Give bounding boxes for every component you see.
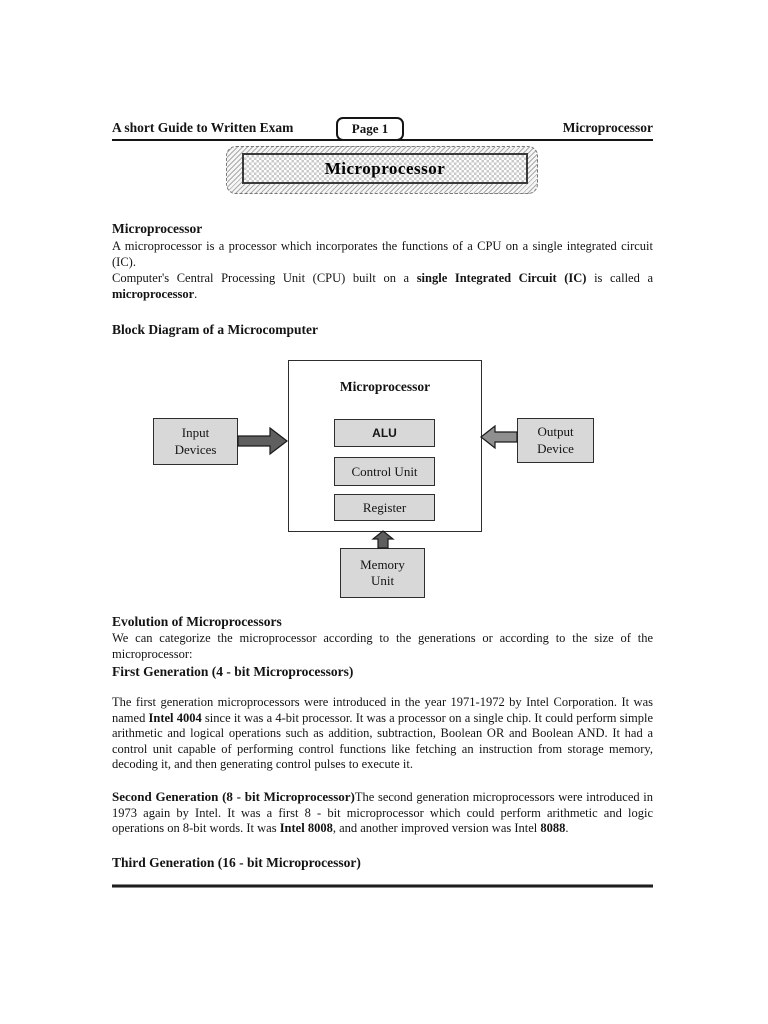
memory-to-cpu-arrow-icon <box>371 530 395 549</box>
intro-paragraph-2: Computer's Central Processing Unit (CPU)… <box>112 271 653 301</box>
output-to-cpu-arrow-icon <box>480 424 518 450</box>
intro-paragraph-1: A microprocessor is a processor which in… <box>112 239 653 269</box>
input-to-cpu-arrow-icon <box>237 426 288 456</box>
title-banner-inner: Microprocessor <box>242 153 528 184</box>
input-devices-box: Input Devices <box>153 418 238 465</box>
third-generation-heading: Third Generation (16 - bit Microprocesso… <box>112 855 361 870</box>
banner-title: Microprocessor <box>324 158 446 178</box>
header-title-right: Microprocessor <box>562 120 653 135</box>
footer-rule <box>112 884 653 888</box>
alu-box: ALU <box>334 419 435 447</box>
output-device-box: Output Device <box>517 418 594 463</box>
title-banner: Microprocessor <box>226 146 538 194</box>
evolution-paragraph: We can categorize the microprocessor acc… <box>112 631 653 661</box>
evolution-heading: Evolution of Microprocessors <box>112 614 282 629</box>
intro-heading: Microprocessor <box>112 221 203 236</box>
microcomputer-block-diagram: Microprocessor ALU Control Unit Register… <box>112 358 653 606</box>
control-unit-box: Control Unit <box>334 457 435 486</box>
register-box: Register <box>334 494 435 521</box>
cpu-box-title: Microprocessor <box>339 379 431 394</box>
block-diagram-heading: Block Diagram of a Microcomputer <box>112 322 318 337</box>
first-generation-heading: First Generation (4 - bit Microprocessor… <box>112 664 354 679</box>
first-generation-paragraph: The first generation microprocessors wer… <box>112 695 653 771</box>
memory-unit-box: Memory Unit <box>340 548 425 598</box>
second-generation-paragraph: Second Generation (8 - bit Microprocesso… <box>112 789 653 835</box>
cpu-box: Microprocessor ALU Control Unit Register <box>288 360 482 532</box>
page-header: A short Guide to Written Exam Page 1 Mic… <box>112 113 653 141</box>
header-title-left: A short Guide to Written Exam <box>112 120 294 135</box>
page-number-badge: Page 1 <box>336 117 404 141</box>
